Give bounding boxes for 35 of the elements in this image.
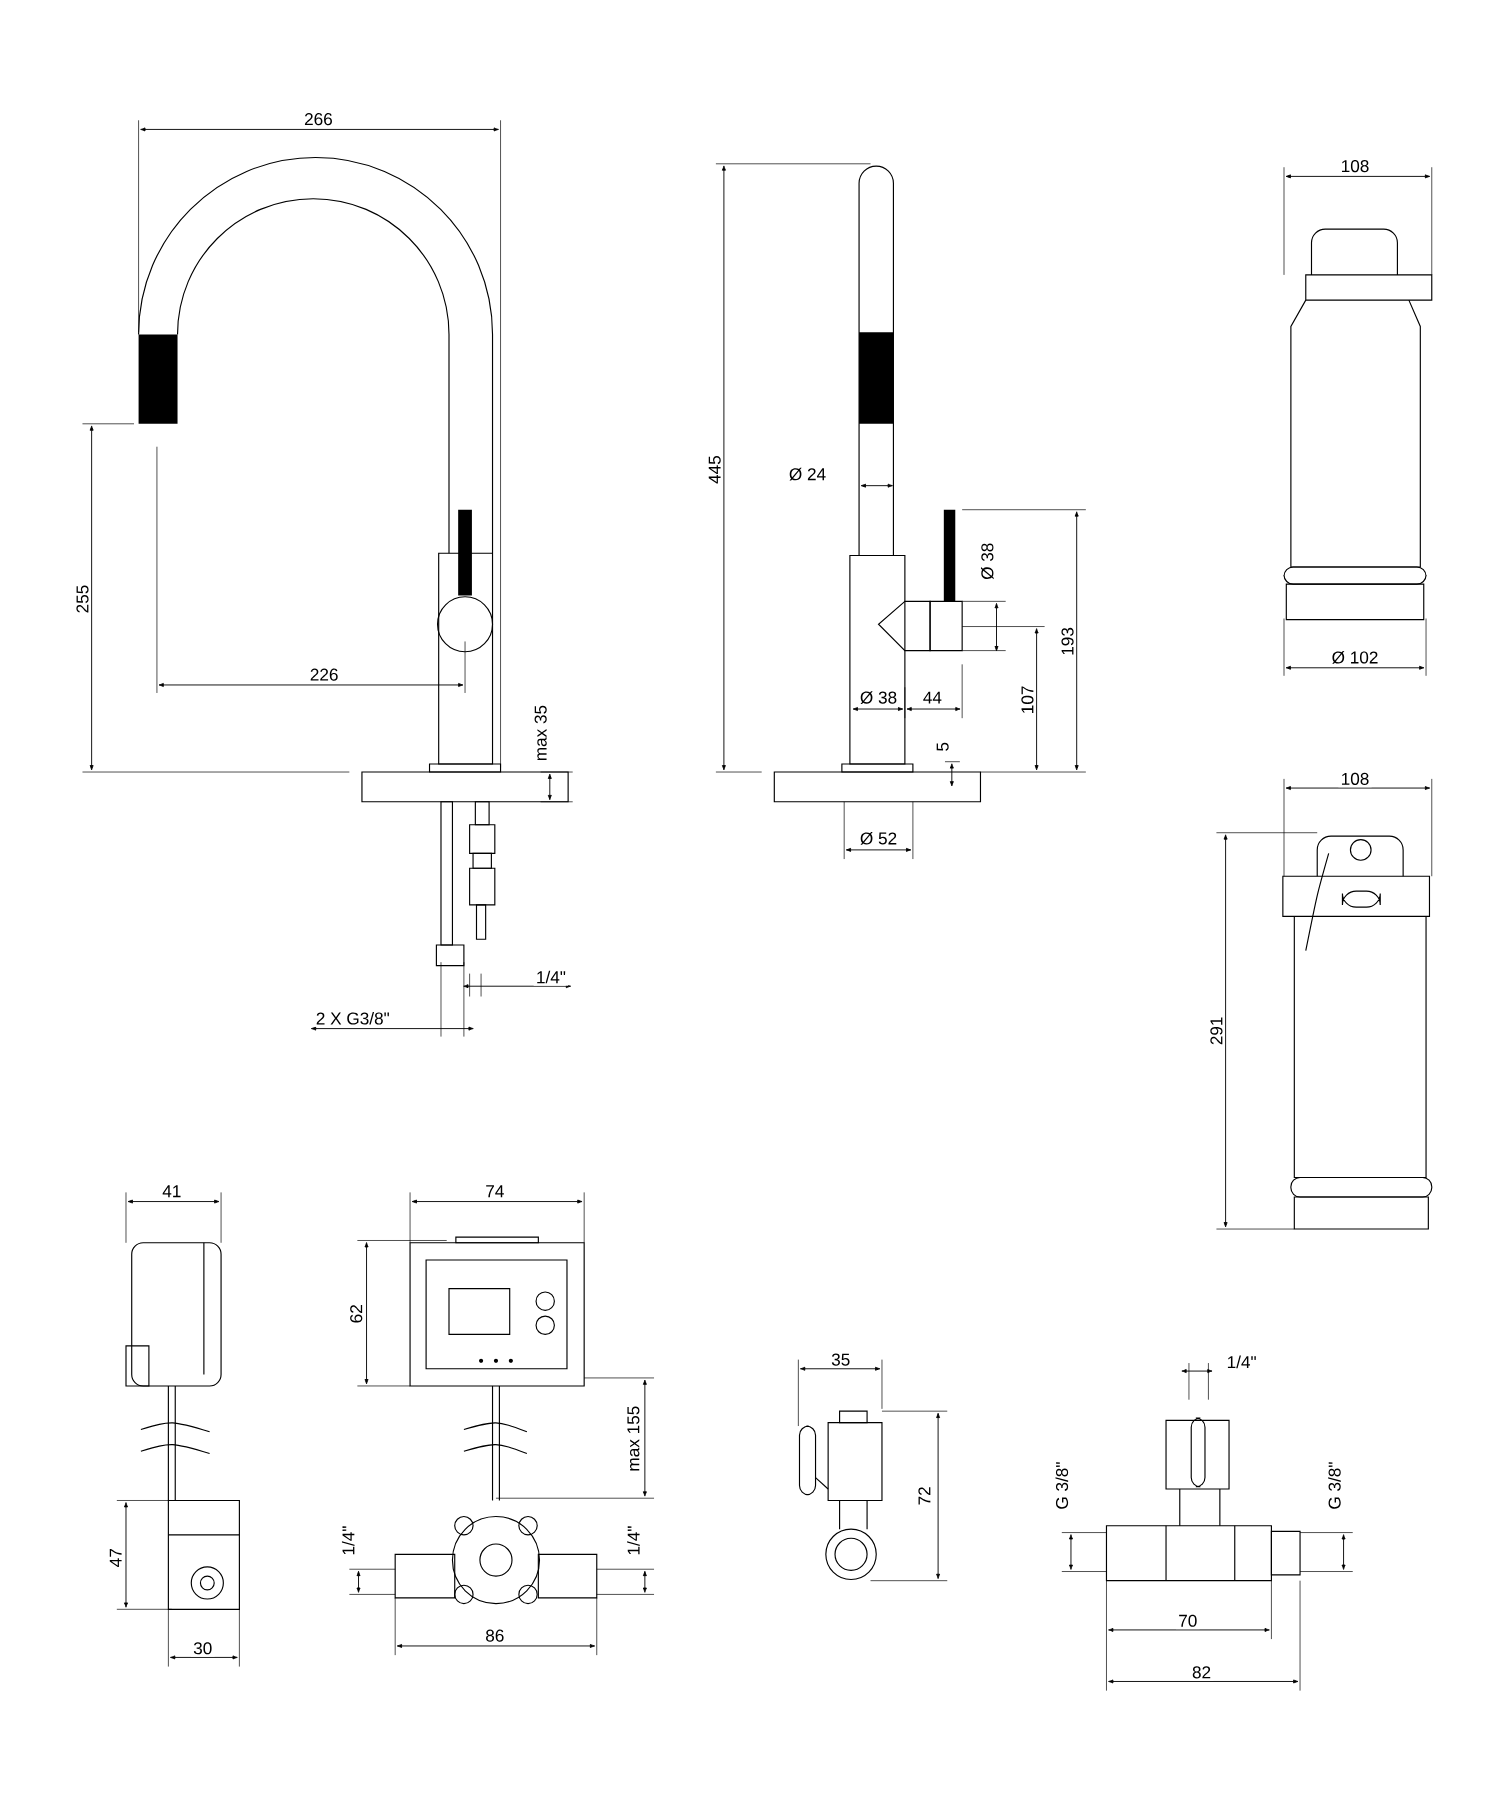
dimension-label: Ø 52 [857,829,900,848]
dimension-label: Ø 102 [1329,648,1381,667]
dimension-label: 62 [347,1301,365,1326]
dimension-label: Ø 24 [786,465,829,483]
dimension-label: 47 [107,1545,124,1570]
dimension-label: 291 [1207,1014,1225,1048]
dimension-label: 1/4" [624,1523,642,1558]
dimension-label: 5 [934,739,951,754]
dimension-label: G 3/8" [1325,1459,1343,1512]
dimension-label: Ø 38 [978,540,996,583]
dimension-label: 2 X G3/8" [313,1009,392,1027]
dimension-label: 1/4" [533,968,568,986]
dimension-label: 41 [159,1183,184,1200]
dimension-label: 1/4" [1224,1353,1259,1371]
dimension-label: Ø 38 [857,688,900,707]
dimension-label: 266 [301,110,335,128]
dimension-label: 226 [307,666,341,684]
dimension-label: 255 [73,582,91,616]
dimension-label: 108 [1338,157,1372,175]
dimension-label: G 3/8" [1052,1459,1071,1512]
dimension-label: 1/4" [339,1523,357,1558]
dimension-label: 107 [1018,683,1036,717]
dimension-label: 72 [915,1484,933,1508]
dimension-label: 108 [1338,770,1372,788]
dimension-label: 35 [828,1351,853,1368]
dimension-label: 70 [1175,1612,1200,1630]
dimension-label: max 35 [532,702,549,764]
dimension-label: 445 [706,453,723,487]
dimension-label: 44 [920,689,944,706]
dimension-label: 86 [482,1627,507,1645]
dimension-label: 82 [1189,1663,1214,1681]
dimension-label: 193 [1058,624,1076,659]
dimension-label: max 155 [624,1403,642,1474]
dimension-label: 74 [482,1183,507,1200]
dimension-label: 30 [190,1639,215,1657]
